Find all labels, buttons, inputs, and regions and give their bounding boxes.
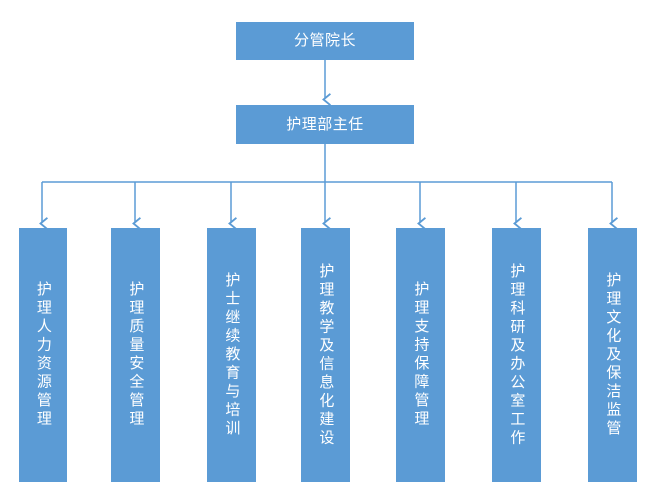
node-label: 护理质量安全管理 (127, 281, 146, 429)
node-dept-culture-cleaning[interactable]: 护理文化及保洁监管 (588, 228, 637, 482)
node-label: 分管院长 (293, 31, 356, 50)
node-label: 护理教学及信息化建设 (317, 262, 336, 448)
node-level2-nursing-director[interactable]: 护理部主任 (236, 105, 414, 144)
node-dept-research-office[interactable]: 护理科研及办公室工作 (492, 228, 541, 482)
node-label: 护理文化及保洁监管 (604, 271, 623, 439)
node-label: 护理科研及办公室工作 (508, 262, 527, 448)
node-dept-support-guarantee[interactable]: 护理支持保障管理 (396, 228, 445, 482)
connector-bus-to-departments (42, 182, 612, 222)
node-label: 护理人力资源管理 (34, 281, 53, 429)
node-dept-human-resources[interactable]: 护理人力资源管理 (19, 228, 67, 482)
node-label: 护理部主任 (286, 114, 364, 133)
node-dept-continuing-education[interactable]: 护士继续教育与培训 (207, 228, 256, 482)
node-label: 护士继续教育与培训 (223, 271, 242, 439)
connector-level2-to-bus (42, 144, 612, 183)
node-label: 护理支持保障管理 (412, 281, 431, 429)
node-dept-teaching-informatization[interactable]: 护理教学及信息化建设 (301, 228, 350, 482)
node-level1-chief[interactable]: 分管院长 (236, 22, 414, 60)
node-dept-quality-safety[interactable]: 护理质量安全管理 (111, 228, 160, 482)
